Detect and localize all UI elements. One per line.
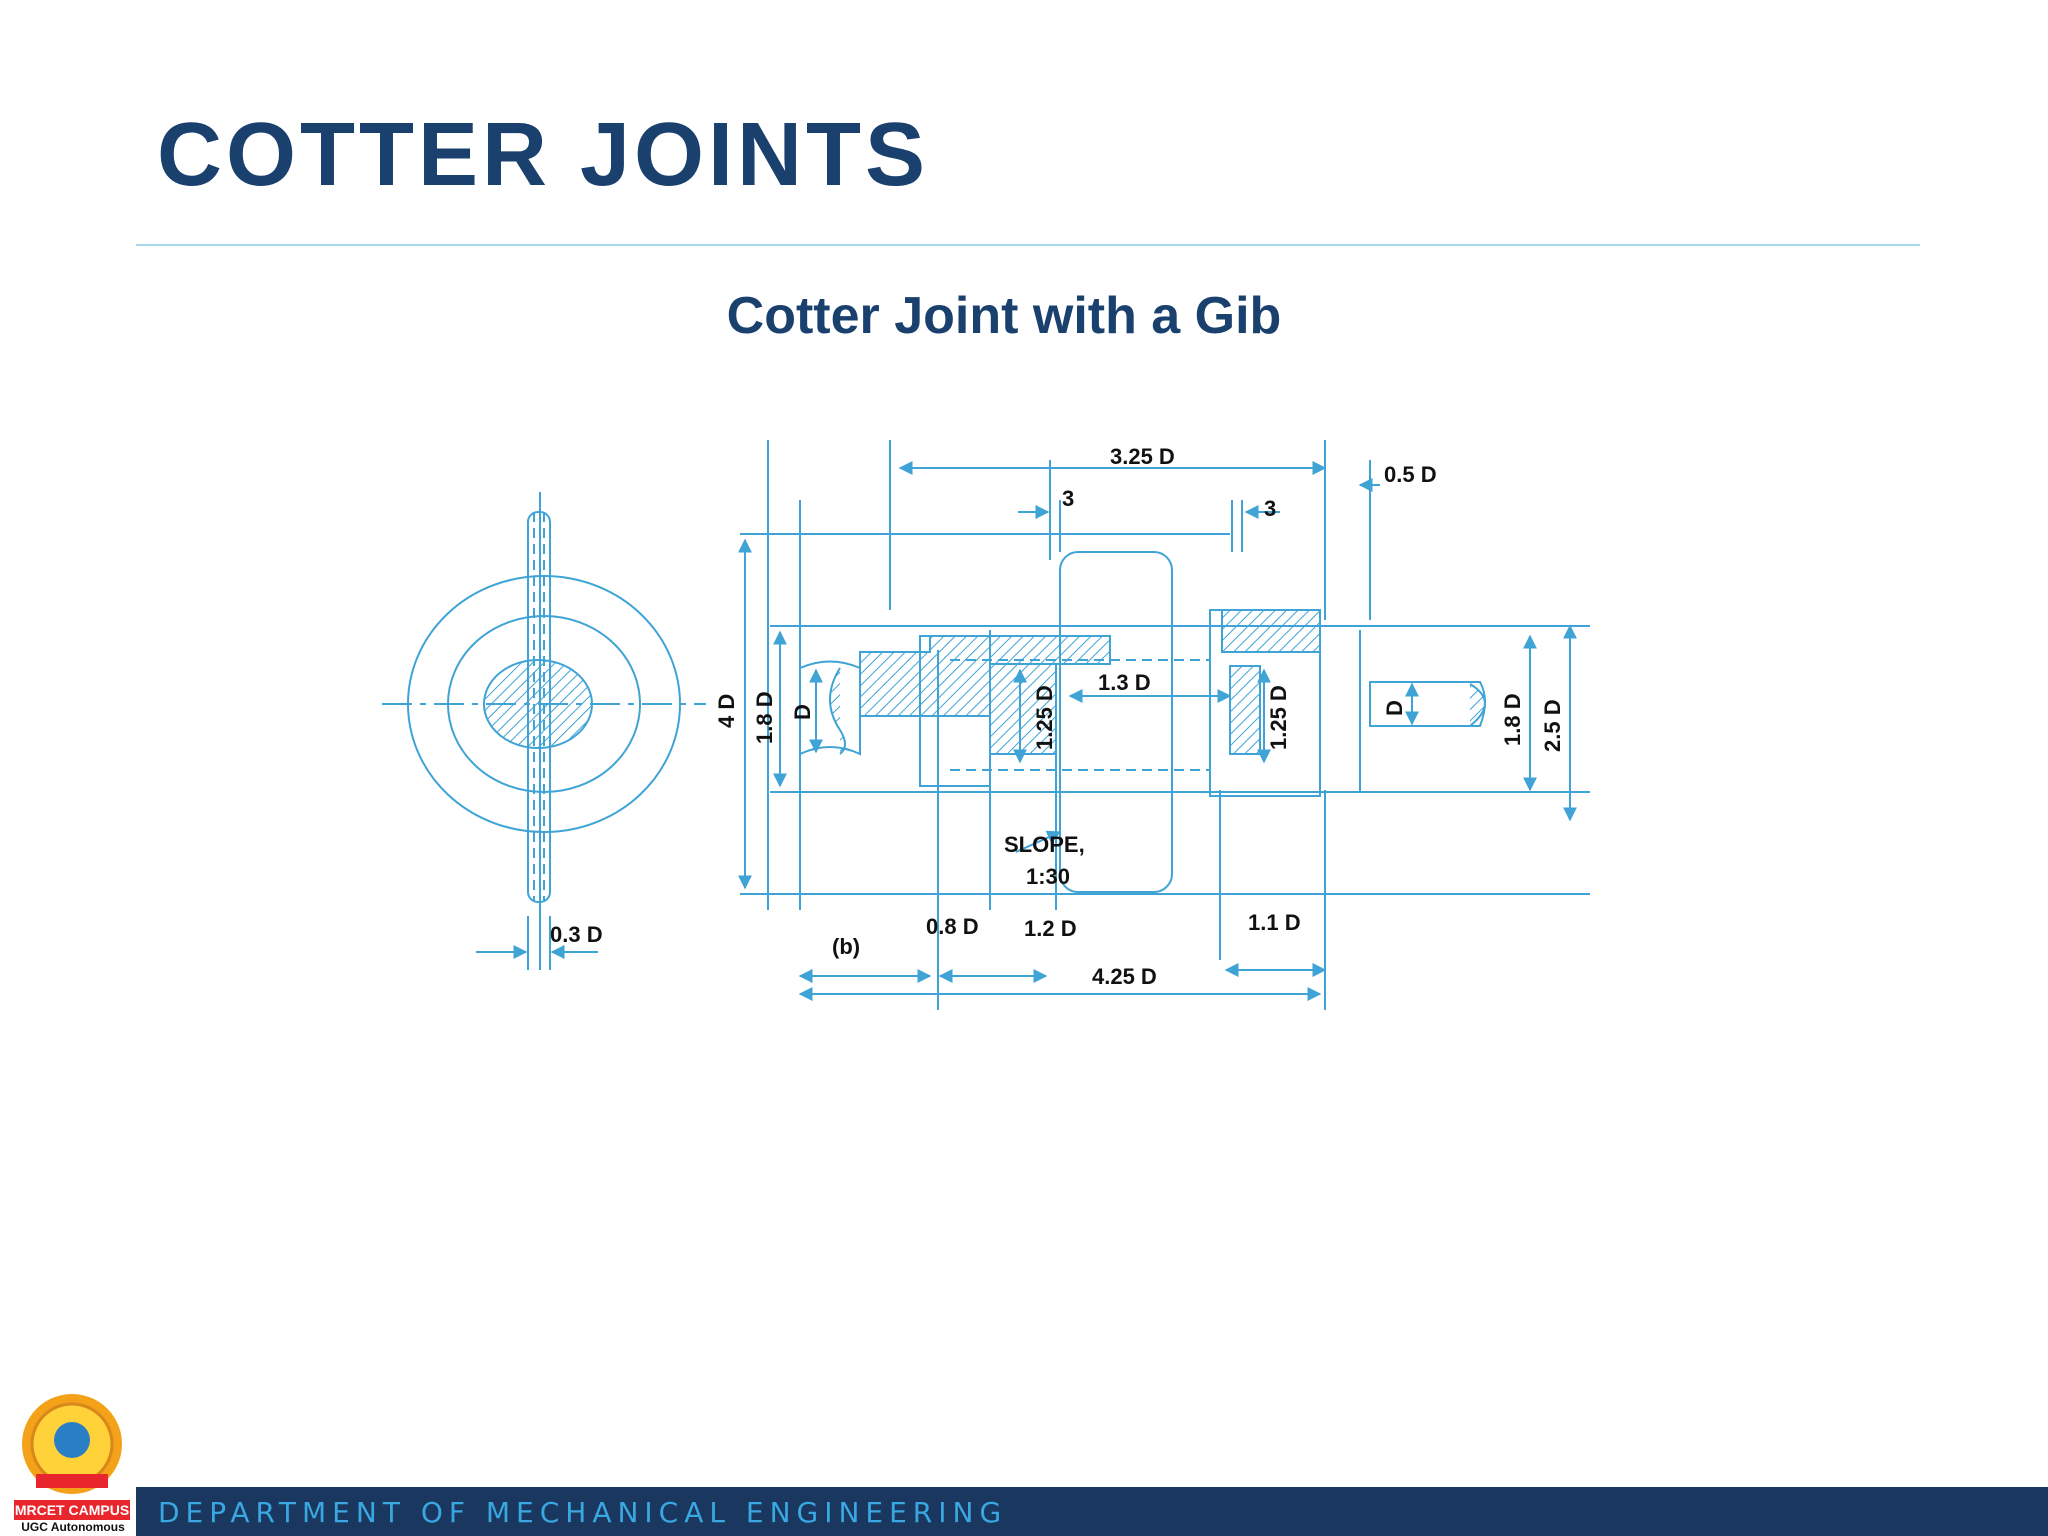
dim-4-25d: 4.25 D xyxy=(1092,964,1157,989)
dim-3-25d: 3.25 D xyxy=(1110,444,1175,469)
dim-1-2d: 1.2 D xyxy=(1024,916,1077,941)
dim-1-3d: 1.3 D xyxy=(1098,670,1151,695)
dim-3-right: 3 xyxy=(1264,496,1276,521)
slope-label: SLOPE, xyxy=(1004,832,1085,857)
mrcet-logo: MRCET CAMPUS UGC Autonomous xyxy=(14,1386,132,1534)
slope-ratio: 1:30 xyxy=(1026,864,1070,889)
dim-d-left: D xyxy=(790,704,815,720)
dim-0-5d: 0.5 D xyxy=(1384,462,1437,487)
slide-title: COTTER JOINTS xyxy=(157,105,930,205)
title-divider xyxy=(136,244,1920,246)
section-view xyxy=(738,440,1590,1010)
dim-1-8d-left: 1.8 D xyxy=(752,691,777,744)
dim-4d: 4 D xyxy=(714,694,739,728)
dim-0-3d: 0.3 D xyxy=(550,922,603,947)
dim-1-8d-right: 1.8 D xyxy=(1500,693,1525,746)
figure-label: (b) xyxy=(832,934,860,959)
dim-3-left: 3 xyxy=(1062,486,1074,511)
logo-emblem-icon xyxy=(22,1394,122,1494)
end-view xyxy=(382,492,706,970)
dim-1-25d-left: 1.25 D xyxy=(1032,685,1057,750)
logo-subtitle: UGC Autonomous xyxy=(21,1520,125,1534)
dim-2-5d: 2.5 D xyxy=(1540,699,1565,752)
dim-1-25d-right: 1.25 D xyxy=(1266,685,1291,750)
department-name: DEPARTMENT OF MECHANICAL ENGINEERING xyxy=(158,1496,1008,1529)
dim-d-right: D xyxy=(1382,700,1407,716)
dim-0-8d: 0.8 D xyxy=(926,914,979,939)
dim-1-1d: 1.1 D xyxy=(1248,910,1301,935)
slide-subtitle: Cotter Joint with a Gib xyxy=(726,287,1282,345)
logo-badge: MRCET CAMPUS xyxy=(14,1500,130,1520)
footer-bar: DEPARTMENT OF MECHANICAL ENGINEERING xyxy=(136,1487,2048,1536)
cotter-joint-drawing: 0.3 D xyxy=(382,440,1590,1010)
